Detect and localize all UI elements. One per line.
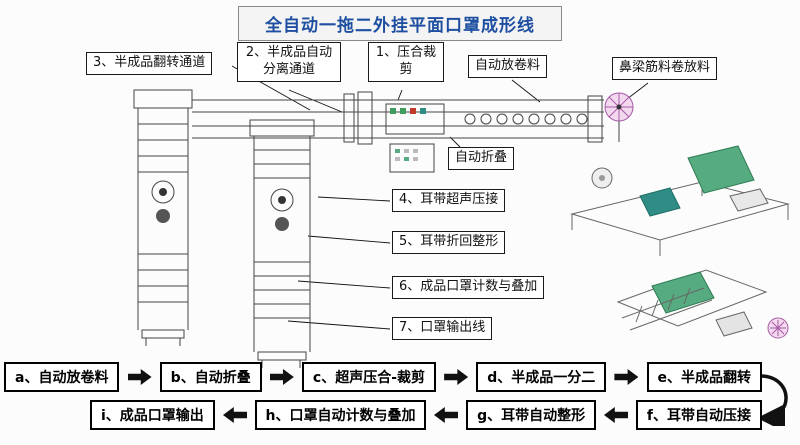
center-machine-drawing (249, 119, 315, 368)
page-title: 全自动一拖二外挂平面口罩成形线 (238, 6, 562, 41)
callout-flip-channel: 3、半成品翻转通道 (86, 52, 213, 75)
leader-lines (231, 65, 649, 330)
flow-step-h: h、口罩自动计数与叠加 (254, 400, 427, 430)
callout-press-cut: 1、压合裁剪 (368, 42, 444, 82)
callout-count-stack: 6、成品口罩计数与叠加 (392, 276, 545, 299)
arrow-left-icon (604, 407, 628, 423)
flow-step-e: e、半成品翻转 (646, 362, 762, 392)
left-machine-drawing (133, 89, 193, 346)
flow-row-top: a、自动放卷料 b、自动折叠 c、超声压合-裁剪 d、半成品一分二 e、半成品翻… (4, 362, 762, 392)
arrow-right-icon (269, 369, 294, 385)
flow-step-c: c、超声压合-裁剪 (301, 362, 437, 392)
flow-step-d: d、半成品一分二 (476, 362, 607, 392)
callout-nose-wire-roll: 鼻梁筋料卷放料 (612, 57, 718, 80)
flow-step-b: b、自动折叠 (159, 362, 262, 392)
callout-auto-fold: 自动折叠 (448, 147, 515, 170)
arrow-right-icon (444, 369, 469, 385)
flow-step-a: a、自动放卷料 (4, 362, 120, 392)
flow-step-g: g、耳带自动整形 (466, 400, 597, 430)
arrow-left-icon (223, 407, 247, 423)
callout-separate-channel: 2、半成品自动分离通道 (237, 42, 341, 82)
material-roll-drawing (604, 92, 634, 142)
flow-step-i: i、成品口罩输出 (90, 400, 215, 430)
arrow-left-icon (434, 407, 458, 423)
arrow-right-icon (127, 369, 152, 385)
callout-earloop-weld: 4、耳带超声压接 (392, 189, 506, 212)
callout-output-line: 7、口罩输出线 (392, 317, 493, 340)
callout-auto-unwind: 自动放卷料 (468, 55, 548, 78)
flow-row-bottom: i、成品口罩输出 h、口罩自动计数与叠加 g、耳带自动整形 f、耳带自动压接 (90, 400, 762, 430)
arrow-right-icon (614, 369, 639, 385)
callout-earloop-reshape: 5、耳带折回整形 (392, 231, 506, 254)
row-connector-arrow-icon (758, 374, 788, 426)
flow-step-f: f、耳带自动压接 (635, 400, 762, 430)
iso-view-upper-drawing (570, 145, 790, 256)
iso-view-lower-drawing (616, 269, 789, 339)
conveyor-drawing (192, 91, 604, 173)
